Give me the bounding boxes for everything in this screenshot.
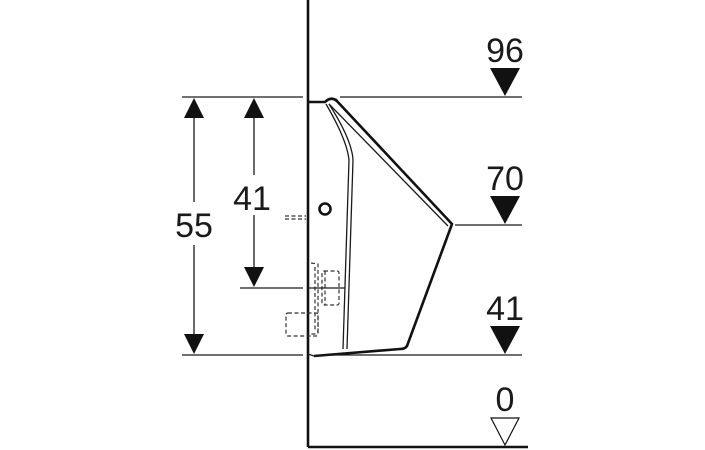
dimension-label-55: 55 [175, 207, 213, 245]
level-label-41: 41 [486, 290, 524, 328]
level-marker-0: 0 [490, 381, 520, 447]
arrow-up-icon [184, 98, 204, 118]
arrow-down-icon [244, 267, 264, 287]
level-marker-70: 70 [486, 160, 524, 224]
mounting-hole-icon [318, 202, 332, 216]
level-label-70: 70 [486, 160, 524, 198]
level-label-0: 0 [496, 381, 515, 419]
urinal-outline [307, 97, 454, 358]
dimension-55: 55 [175, 98, 213, 354]
dimension-41: 41 [233, 98, 271, 287]
level-label-96: 96 [486, 32, 524, 70]
level-triangle-filled-icon [490, 196, 520, 224]
level-triangle-filled-icon [490, 68, 520, 96]
hidden-fixings [285, 215, 345, 337]
arrow-up-icon [244, 98, 264, 118]
level-marker-41: 41 [486, 290, 524, 354]
dimension-label-41: 41 [233, 180, 271, 218]
level-triangle-hollow-icon [490, 417, 520, 447]
level-marker-96: 96 [486, 32, 524, 96]
arrow-down-icon [184, 334, 204, 354]
level-triangle-filled-icon [490, 326, 520, 354]
